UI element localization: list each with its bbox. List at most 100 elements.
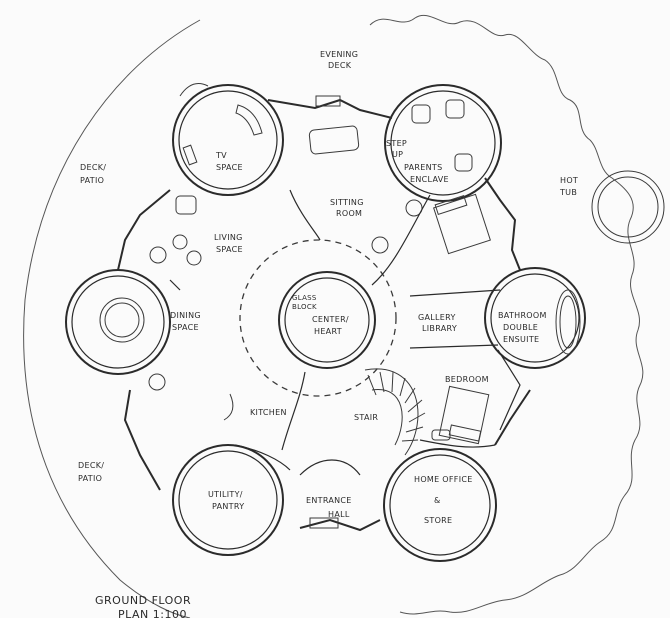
tv-space-room	[172, 84, 284, 196]
label-parents-enclave-1: PARENTS	[404, 163, 442, 172]
label-step-up-1: STEP	[386, 139, 407, 148]
label-hot-tub-2: TUB	[559, 188, 577, 197]
sitting-chair-2	[371, 236, 389, 254]
armchair-2	[445, 99, 465, 119]
bedroom-bed-pillows	[448, 424, 482, 442]
armchair-3	[454, 153, 473, 172]
entrance-arch	[299, 459, 361, 476]
gallery-wall-top	[409, 289, 501, 297]
gallery-wall-bottom	[409, 344, 499, 349]
kitchen-door-arc	[223, 393, 234, 421]
dining-table-top	[104, 302, 140, 338]
label-tv-space-2: SPACE	[216, 163, 243, 172]
utility-pantry-room-inner	[178, 450, 278, 550]
stair-curve-outer	[364, 368, 419, 456]
stool-2	[172, 234, 188, 250]
label-utility-pantry-1: UTILITY/	[208, 490, 243, 499]
site-boundary-arc	[23, 19, 201, 618]
plan-title-line-1: GROUND FLOOR	[95, 594, 191, 607]
sitting-room-partition	[289, 189, 321, 241]
label-deck-patio-bottom-1: DECK/	[78, 461, 104, 470]
label-home-office-3: STORE	[424, 516, 452, 525]
dining-space-room	[65, 269, 171, 375]
plan-title-line-2: PLAN 1:100	[118, 608, 187, 618]
label-home-office-1: HOME OFFICE	[414, 475, 473, 484]
tv-sofa	[235, 104, 263, 136]
label-bedroom: BEDROOM	[445, 375, 489, 384]
label-glass-block-1: GLASS	[292, 294, 317, 302]
bathroom-room-inner	[490, 273, 580, 363]
sitting-chair-1	[405, 199, 423, 217]
dining-space-room-inner	[71, 275, 165, 369]
label-step-up-2: UP	[392, 150, 403, 159]
label-gallery-library-1: GALLERY	[418, 313, 456, 322]
hot-tub-outline	[591, 170, 665, 244]
label-living-space-1: LIVING	[214, 233, 243, 242]
tv-space-room-inner	[178, 90, 278, 190]
bedroom-wall	[497, 349, 521, 431]
label-evening-deck-1: EVENING	[320, 50, 358, 59]
label-glass-block-2: BLOCK	[292, 303, 317, 311]
tv-unit	[182, 144, 198, 166]
label-stairs: STAIR	[354, 413, 378, 422]
label-deck-patio-bottom-2: PATIO	[78, 474, 102, 483]
label-dining-space-1: DINING	[170, 311, 201, 320]
label-sitting-room-2: ROOM	[336, 209, 362, 218]
sitting-room-sofa	[308, 125, 360, 155]
label-sitting-room-1: SITTING	[330, 198, 364, 207]
hot-tub-inner	[597, 176, 659, 238]
label-evening-deck-2: DECK	[328, 61, 352, 70]
utility-pantry-room	[172, 444, 284, 556]
armchair-1	[411, 104, 431, 124]
parents-enclave-room	[384, 84, 502, 202]
label-bathroom-2: DOUBLE	[503, 323, 538, 332]
stool-1	[149, 246, 167, 264]
master-bed-pillows	[434, 194, 468, 216]
stair-treads	[367, 371, 426, 442]
deck-door-arc	[179, 83, 209, 97]
stool-3	[186, 250, 202, 266]
label-utility-pantry-2: PANTRY	[212, 502, 244, 511]
label-living-space-2: SPACE	[216, 245, 243, 254]
label-dining-space-2: SPACE	[172, 323, 199, 332]
label-parents-enclave-2: ENCLAVE	[410, 175, 449, 184]
home-office-room	[383, 448, 497, 562]
entrance-door	[309, 517, 339, 529]
label-center-heart-1: CENTER/	[312, 315, 349, 324]
utility-wall	[234, 444, 291, 471]
label-gallery-library-2: LIBRARY	[422, 324, 457, 333]
dining-table	[99, 297, 145, 343]
armchair-round	[148, 373, 166, 391]
label-hot-tub-1: HOT	[560, 176, 578, 185]
label-entrance-hall-1: ENTRANCE	[306, 496, 352, 505]
bathtub	[555, 289, 581, 355]
office-wall	[419, 439, 496, 448]
stair-lamp	[431, 429, 451, 441]
landscape-edge	[369, 15, 644, 615]
label-kitchen: KITCHEN	[250, 408, 287, 417]
parents-enclave-room-inner	[390, 90, 496, 196]
label-entrance-hall-2: HALL	[328, 510, 350, 519]
bathroom-room	[484, 267, 586, 369]
label-home-office-2: &	[434, 496, 441, 505]
glass-block-dashed-ring	[239, 239, 397, 397]
bedroom-bed	[438, 385, 490, 445]
parents-wall-curve	[371, 194, 431, 286]
label-deck-patio-top-2: PATIO	[80, 176, 104, 185]
bathtub-inner	[559, 295, 577, 349]
stair-curve-inner	[371, 389, 403, 446]
dining-edge	[169, 279, 181, 291]
living-chair	[175, 195, 197, 215]
evening-deck-door	[315, 95, 341, 107]
center-heart-room-inner	[284, 277, 370, 363]
label-deck-patio-top-1: DECK/	[80, 163, 106, 172]
kitchen-wall-curve	[281, 371, 306, 451]
label-center-heart-2: HEART	[314, 327, 342, 336]
master-bed	[433, 193, 491, 255]
label-tv-space-1: TV	[215, 151, 227, 160]
home-office-room-inner	[389, 454, 491, 556]
center-heart-room	[278, 271, 376, 369]
label-bathroom-1: BATHROOM	[498, 311, 547, 320]
